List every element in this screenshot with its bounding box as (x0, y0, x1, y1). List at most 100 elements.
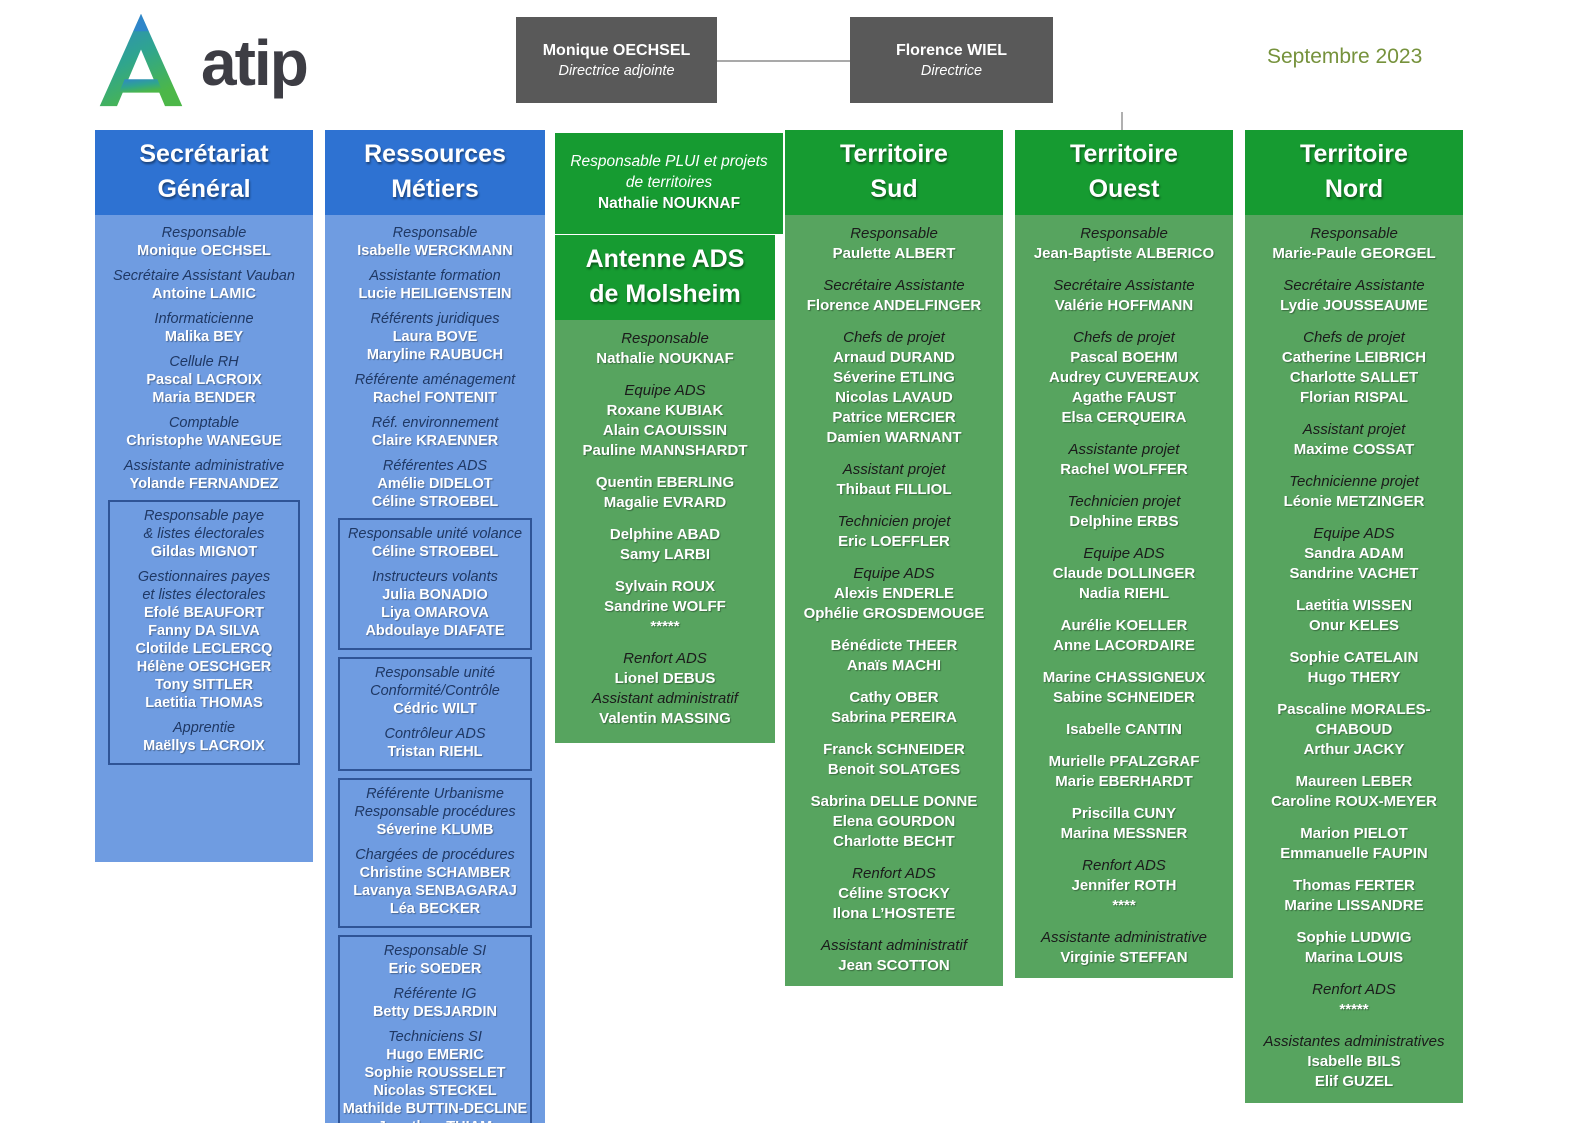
person-name: Sabrina DELLE DONNE (810, 793, 978, 810)
role-label: Technicien projet (1067, 493, 1181, 510)
person-name: Charlotte SALLET (1289, 369, 1419, 386)
person-name: Alexis ENDERLE (833, 585, 955, 602)
role-label: Equipe ADS (1313, 525, 1395, 542)
person-name: Isabelle WERCKMANN (357, 243, 513, 259)
person-name: Ophélie GROSDEMOUGE (803, 605, 985, 622)
person-name: Céline STOCKY (838, 885, 950, 902)
column-title-line: Territoire (1070, 140, 1178, 168)
person-name: Nathalie NOUKNAF (596, 350, 734, 367)
connector-line (717, 60, 850, 62)
person-name: Léa BECKER (389, 901, 481, 917)
column-title-line: Secrétariat (139, 140, 269, 168)
column-title-line: de Molsheim (589, 280, 741, 308)
person-name: Thibaut FILLIOL (836, 481, 952, 498)
person-name: Séverine ETLING (833, 369, 955, 386)
person-name: Marina LOUIS (1304, 949, 1404, 966)
person-name: Monique OECHSEL (137, 243, 271, 259)
person-name: Marion PIELOT (1300, 825, 1408, 842)
person-name: Hugo THERY (1307, 669, 1401, 686)
director-role: Directrice (920, 62, 983, 79)
person-name: Liya OMAROVA (381, 605, 489, 621)
role-label: Informaticienne (154, 311, 254, 327)
person-name: Murielle PFALZGRAF (1048, 753, 1200, 770)
person-name: Anaïs MACHI (846, 657, 942, 674)
person-name: Léonie METZINGER (1283, 493, 1425, 510)
role-label: de territoires (625, 174, 713, 191)
role-label: Responsable (621, 330, 709, 347)
role-label: Assistante administrative (123, 458, 285, 474)
atip-logo: atip (95, 12, 309, 113)
person-name: Marie-Paule GEORGEL (1272, 245, 1436, 262)
person-name: Nicolas STECKEL (373, 1083, 497, 1099)
role-label: Conformité/Contrôle (370, 683, 500, 699)
person-name: Sandrine VACHET (1289, 565, 1419, 582)
person-name: Elena GOURDON (832, 813, 956, 830)
person-name: Sophie ROUSSELET (364, 1065, 506, 1081)
director-name: Florence WIEL (895, 41, 1008, 59)
person-name: Virginie STEFFAN (1060, 949, 1188, 966)
role-label: Secrétaire Assistante (1283, 277, 1425, 294)
person-name: Jean-Baptiste ALBERICO (1033, 245, 1215, 262)
person-name: Betty DESJARDIN (372, 1004, 498, 1020)
person-name: Cédric WILT (393, 701, 477, 717)
person-name: Aurélie KOELLER (1060, 617, 1188, 634)
person-name: Maureen LEBER (1295, 773, 1413, 790)
person-name: Marie EBERHARDT (1055, 773, 1193, 790)
role-label: Responsable (1080, 225, 1168, 242)
person-name: Florence ANDELFINGER (806, 297, 982, 314)
person-name: Isabelle BILS (1307, 1053, 1401, 1070)
person-name: Roxane KUBIAK (606, 402, 724, 419)
person-name: Mathilde BUTTIN-DECLINE (342, 1101, 528, 1117)
person-name: Eric LOEFFLER (838, 533, 950, 550)
role-label: Responsable procédures (354, 804, 516, 820)
atip-logo-text: atip (201, 26, 309, 99)
column-title-line: Métiers (391, 175, 479, 203)
person-name: ***** (1339, 1001, 1369, 1018)
connector-tick (1121, 112, 1123, 132)
role-label: Secrétaire Assistant Vauban (113, 268, 295, 284)
person-name: Quentin EBERLING (595, 474, 735, 491)
role-label: Référente Urbanisme (366, 786, 504, 802)
role-label: Technicienne projet (1289, 473, 1419, 490)
role-label: Assistant administratif (592, 690, 738, 707)
person-name: Magalie EVRARD (603, 494, 727, 511)
person-name: Maxime COSSAT (1293, 441, 1415, 458)
atip-logo-icon (95, 12, 187, 113)
person-name: Lucie HEILIGENSTEIN (358, 286, 512, 302)
person-name: Rachel FONTENIT (372, 390, 498, 406)
